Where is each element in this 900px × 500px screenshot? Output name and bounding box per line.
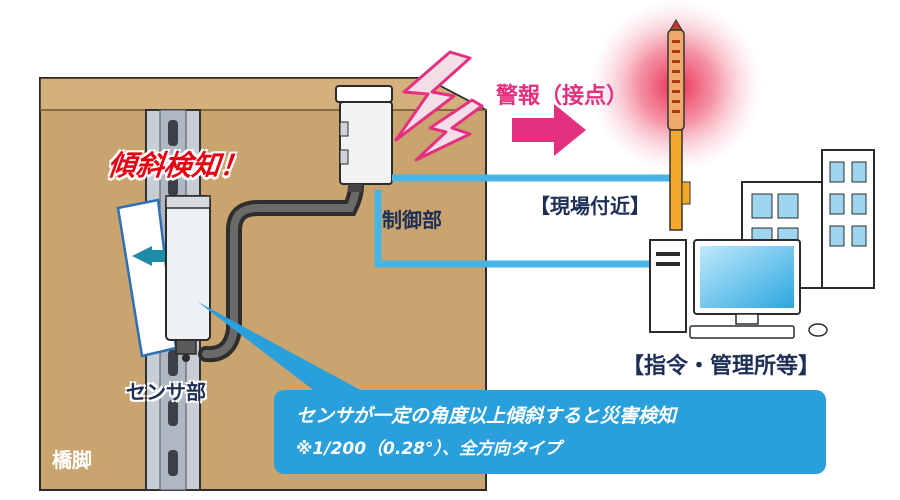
controller-label: 制御部 (382, 208, 442, 232)
explanation-callout: センサが一定の角度以上傾斜すると災害検知 ※1/200（0.28°）、全方向タイ… (274, 390, 826, 474)
callout-line-2: ※1/200（0.28°）、全方向タイプ (296, 439, 561, 459)
signal-cables (374, 174, 676, 268)
alarm-label: 警報（接点） (496, 84, 629, 109)
command-office-label: 【指令・管理所等】 (622, 354, 821, 379)
sensor-unit (165, 195, 211, 362)
alarm-arrow (512, 104, 586, 156)
wireless-bolt-icon (394, 50, 472, 142)
callout-line-1: センサが一定の角度以上傾斜すると災害検知 (296, 405, 677, 427)
warning-light-pole (667, 19, 691, 231)
tilt-detect-label: 傾斜検知！ (106, 149, 250, 182)
sensor-label: センサ部 (126, 380, 206, 404)
computer-terminal (649, 239, 828, 339)
callout-pointer (198, 302, 364, 392)
site-nearby-label: 【現場付近】 (530, 194, 650, 218)
controller-box (335, 85, 393, 192)
wireless-bolt-icon-2 (414, 98, 484, 162)
pier-label: 橋脚 (52, 448, 92, 472)
